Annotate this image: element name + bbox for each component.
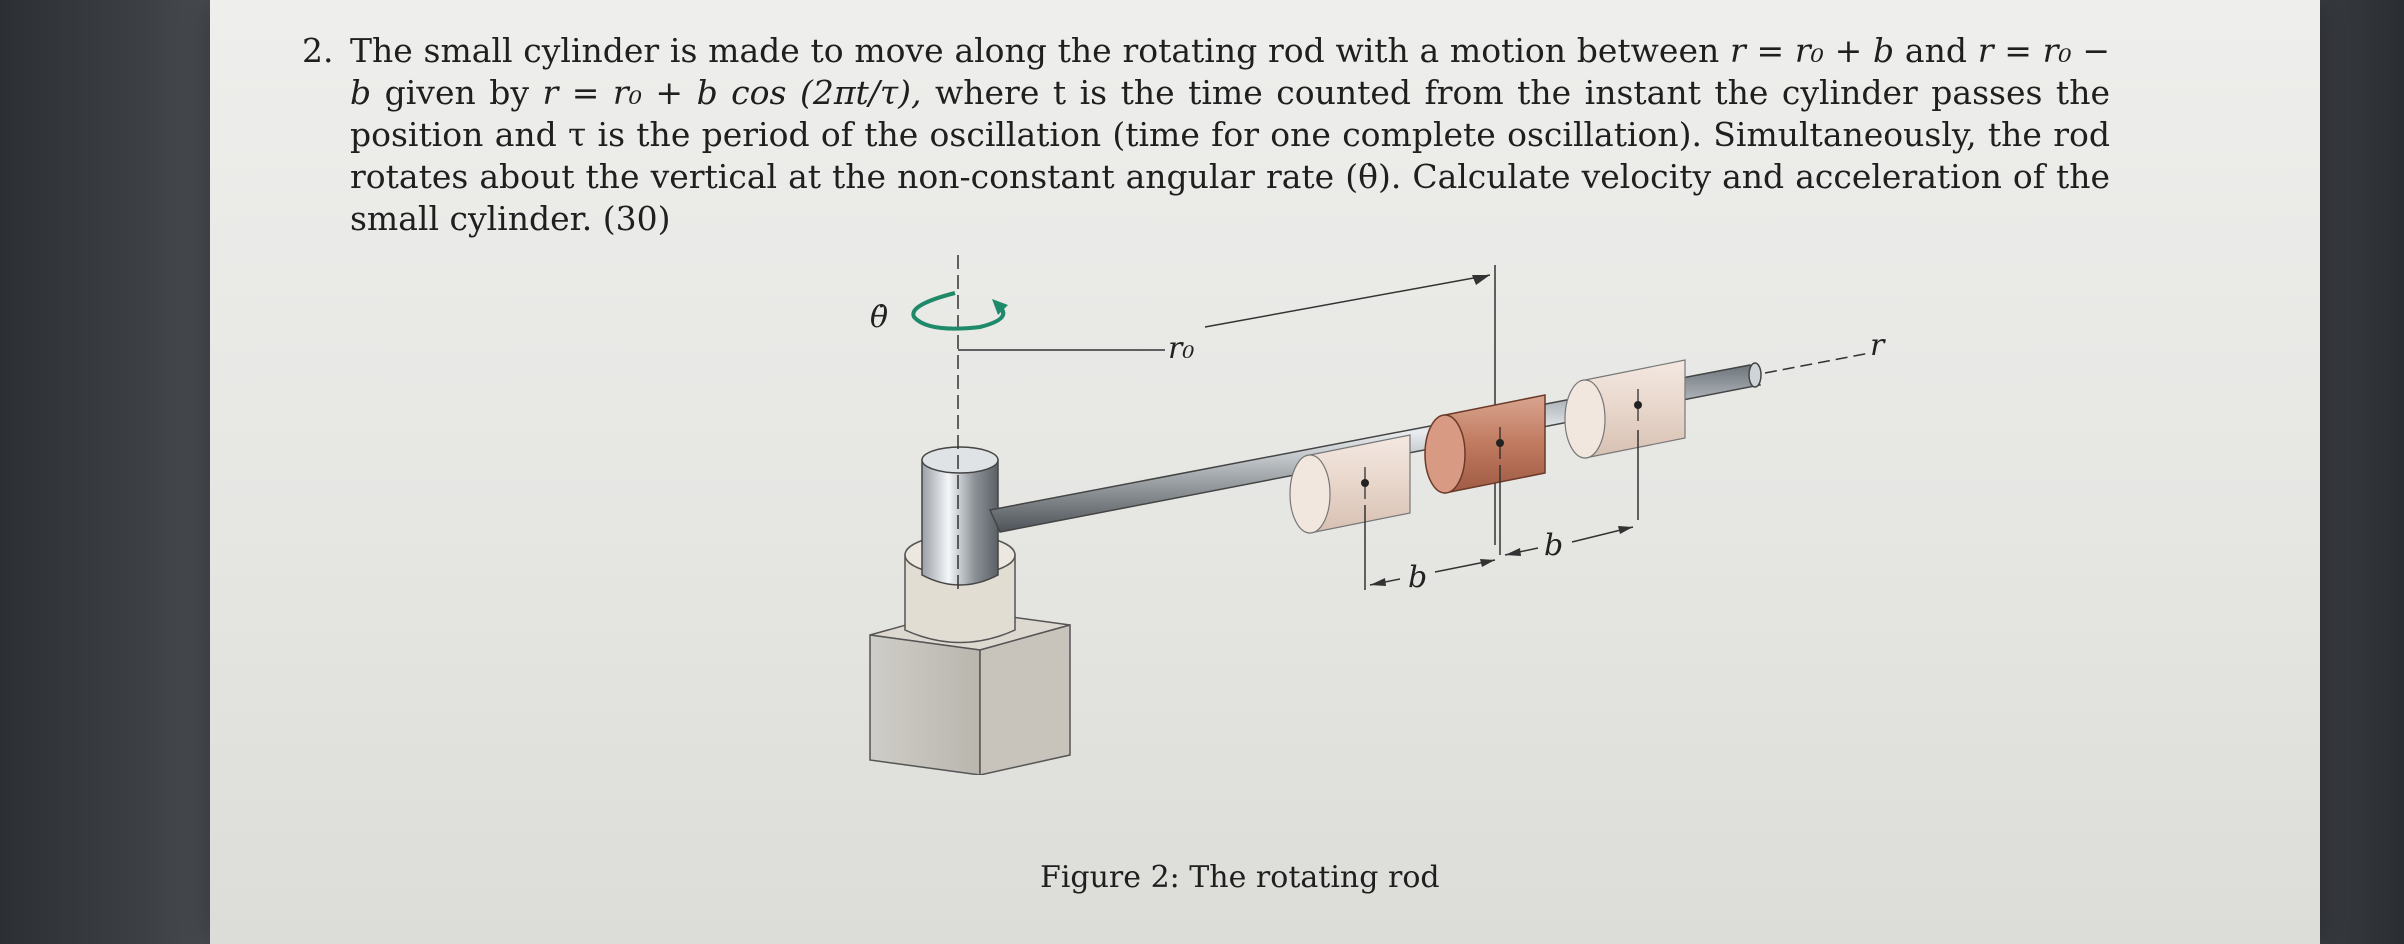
small-cylinder [1424, 394, 1546, 494]
b-dimensions [1364, 430, 1639, 590]
r-axis-line [1764, 352, 1871, 374]
left-bezel [0, 0, 215, 944]
vertical-post [921, 446, 999, 586]
question-text: 2. The small cylinder is made to move al… [302, 30, 2110, 240]
b-label-right: b [1544, 528, 1563, 563]
condition-upper: r = r₀ + b [1729, 31, 1895, 70]
rotating-rod-figure: θ̇ r₀ r [830, 255, 1950, 776]
rotating-rod-diagram: θ̇ r₀ r [869, 255, 1886, 776]
left-position-sleeve [1289, 434, 1411, 534]
theta-dot-label: θ̇ [870, 300, 888, 335]
right-bezel [2314, 0, 2404, 944]
question-rest: where t is the time counted from the ins… [350, 73, 2110, 238]
document-page: 2. The small cylinder is made to move al… [210, 0, 2320, 944]
r0-label: r₀ [1168, 331, 1194, 366]
and-word: and [1904, 31, 1967, 70]
question-number: 2. [302, 31, 334, 70]
rotation-arrow-icon [911, 291, 1008, 331]
figure-caption: Figure 2: The rotating rod [1040, 860, 1440, 895]
by-word: by [489, 73, 530, 112]
question-line1: The small cylinder is made to move along… [350, 31, 1720, 70]
motion-formula: r = r₀ + b cos (2πt/τ), [542, 73, 922, 112]
b-label-left: b [1408, 560, 1427, 595]
given-word: given [384, 73, 476, 112]
r-axis-label: r [1870, 328, 1886, 363]
condition-lower: r = r₀ − b [350, 31, 2110, 112]
r0-dimension [958, 265, 1496, 545]
right-position-sleeve [1564, 359, 1686, 459]
